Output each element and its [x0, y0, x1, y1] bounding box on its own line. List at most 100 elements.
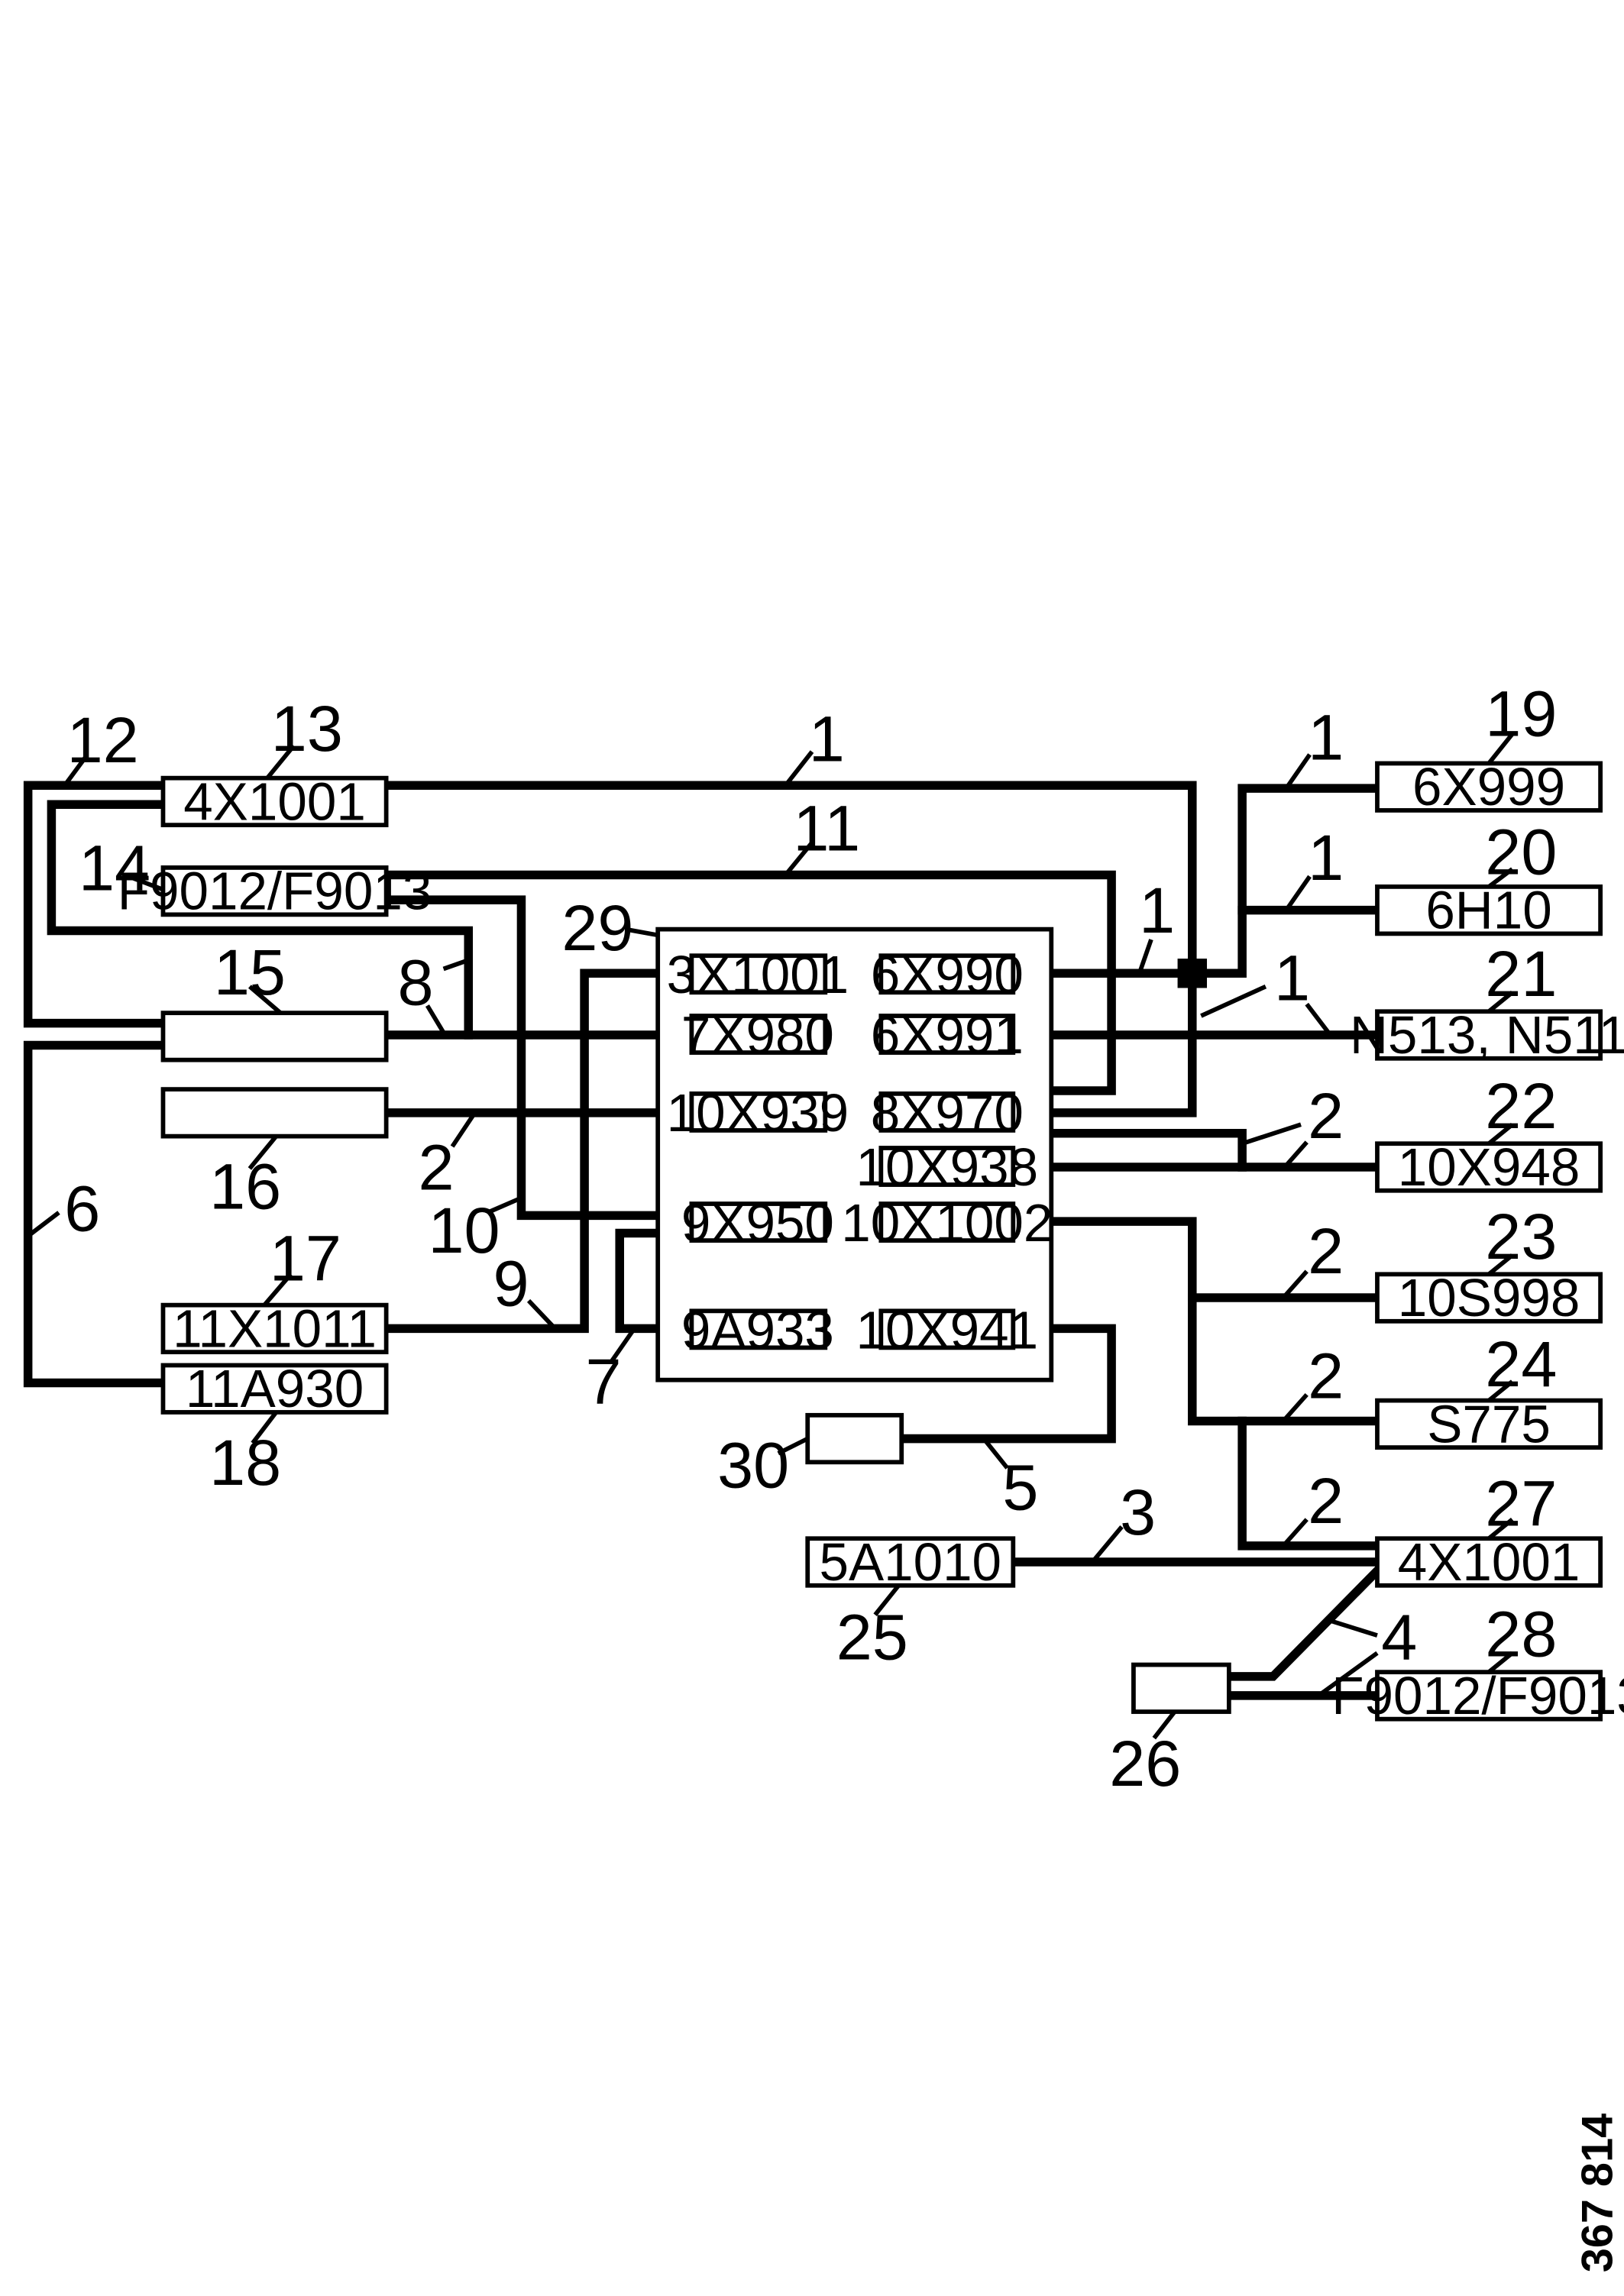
wire-1-top — [381, 781, 1197, 978]
connector-9X950-box — [689, 1201, 828, 1243]
callout-numbers: 12 13 1 14 11 29 15 8 16 2 6 10 9 17 18 … — [64, 677, 1557, 1800]
callout-2a: 2 — [418, 1130, 454, 1203]
callout-20: 20 — [1485, 815, 1557, 888]
callout-1e: 1 — [1274, 942, 1310, 1014]
connector-6X991-box — [878, 1014, 1016, 1055]
connector-10X1002-box — [878, 1201, 1016, 1243]
callout-26: 26 — [1109, 1727, 1181, 1800]
connector-21-box — [1375, 1009, 1603, 1061]
connector-10X1002-label: 10X1002 — [841, 1193, 1053, 1253]
callout-16: 16 — [209, 1150, 281, 1222]
callout-1a: 1 — [809, 702, 845, 774]
wire-9 — [381, 969, 697, 1334]
leader-2a — [450, 1114, 475, 1148]
connector-25-label: 5A1010 — [820, 1532, 1002, 1592]
wire-5 — [897, 1324, 1116, 1444]
connector-30-box — [805, 1412, 904, 1465]
callout-28: 28 — [1485, 1598, 1557, 1670]
connector-24-box — [1375, 1398, 1603, 1450]
leader-5 — [982, 1437, 1009, 1470]
leader-22 — [1487, 1123, 1514, 1146]
leader-3 — [1090, 1525, 1124, 1564]
callout-19: 19 — [1485, 677, 1557, 750]
leader-1f — [1305, 1002, 1332, 1036]
connector-18-label: 11A930 — [186, 1359, 364, 1418]
wire-6 — [23, 1040, 168, 1388]
leader-1a — [784, 750, 814, 787]
leader-4b — [1317, 1651, 1379, 1698]
connector-6X991-label: 6X991 — [871, 1005, 1024, 1065]
leader-30 — [777, 1436, 809, 1456]
wires — [23, 781, 1384, 1700]
leader-23 — [1487, 1253, 1514, 1276]
callout-10: 10 — [428, 1194, 500, 1266]
connector-9A933-box — [689, 1308, 828, 1350]
callout-12: 12 — [67, 703, 139, 776]
wire-10 — [381, 895, 697, 1221]
callout-1b: 1 — [1139, 874, 1175, 946]
callout-2b: 2 — [1308, 1079, 1344, 1152]
connector-19-box — [1375, 761, 1603, 813]
wire-8-loop — [47, 800, 474, 1040]
leader-28 — [1487, 1651, 1514, 1674]
leader-8b — [442, 958, 470, 972]
connector-21-label: N513, N511 — [1350, 1005, 1624, 1065]
leader-16 — [247, 1134, 278, 1170]
connector-9A933-label: 9A933 — [681, 1300, 834, 1360]
callout-1c: 1 — [1308, 700, 1344, 773]
leader-29 — [625, 926, 658, 938]
leader-20 — [1487, 867, 1514, 889]
connector-10X941-box — [878, 1308, 1016, 1350]
leader-10 — [487, 1195, 522, 1215]
leader-27 — [1487, 1518, 1514, 1541]
callout-25: 25 — [836, 1601, 908, 1673]
callout-11: 11 — [793, 792, 860, 865]
callout-6: 6 — [64, 1172, 100, 1244]
connector-10X938-label: 10X938 — [856, 1137, 1039, 1197]
leader-12 — [63, 756, 87, 787]
connector-18-box — [160, 1363, 389, 1415]
connector-3X1001-label: 3X1001 — [667, 945, 849, 1004]
connector-13-label: 4X1001 — [183, 771, 366, 831]
callout-15: 15 — [214, 936, 286, 1008]
leader-1e — [1200, 984, 1267, 1018]
callout-2c: 2 — [1308, 1214, 1344, 1287]
connector-15-box — [160, 1011, 389, 1062]
leader-2d — [1281, 1269, 1309, 1299]
connector-24-label: S775 — [1427, 1394, 1551, 1454]
leader-25 — [873, 1583, 901, 1616]
connector-28-box — [1375, 1670, 1603, 1722]
leader-1b — [1137, 939, 1153, 975]
callout-17: 17 — [270, 1222, 341, 1295]
callout-13: 13 — [271, 692, 343, 765]
connector-10X939-box — [689, 1091, 828, 1133]
connector-9X950-label: 9X950 — [681, 1193, 834, 1253]
connector-3X1001-box — [689, 953, 828, 995]
leader-2b — [1241, 1122, 1302, 1146]
callout-2d: 2 — [1308, 1339, 1344, 1412]
leader-1d — [1284, 875, 1312, 912]
callout-leaders — [26, 732, 1515, 1740]
callout-18: 18 — [209, 1426, 281, 1499]
connector-20-label: 6H10 — [1425, 881, 1551, 940]
connector-6X990-label: 6X990 — [871, 945, 1024, 1004]
wire-12 — [23, 781, 168, 1028]
connector-13-box — [160, 775, 389, 828]
connector-25-box — [805, 1536, 1016, 1588]
callout-1d: 1 — [1308, 821, 1344, 894]
leader-9 — [526, 1298, 557, 1331]
figure-reference: 367 814 — [1573, 2113, 1622, 2272]
leader-2f — [1281, 1518, 1309, 1547]
connector-7X980-label: 7X980 — [681, 1005, 834, 1065]
callout-23: 23 — [1485, 1200, 1557, 1273]
wire-1-splice-to-8X970 — [1008, 969, 1197, 1117]
callout-2e: 2 — [1308, 1464, 1344, 1537]
connector-26-box — [1131, 1662, 1231, 1714]
connector-6X990-box — [878, 953, 1016, 995]
leader-2c — [1283, 1140, 1309, 1169]
callout-4: 4 — [1381, 1601, 1417, 1673]
connector-17-label: 11X1011 — [173, 1298, 377, 1358]
leader-19 — [1487, 732, 1515, 765]
connector-14-label: F9012/F9013 — [118, 862, 432, 921]
